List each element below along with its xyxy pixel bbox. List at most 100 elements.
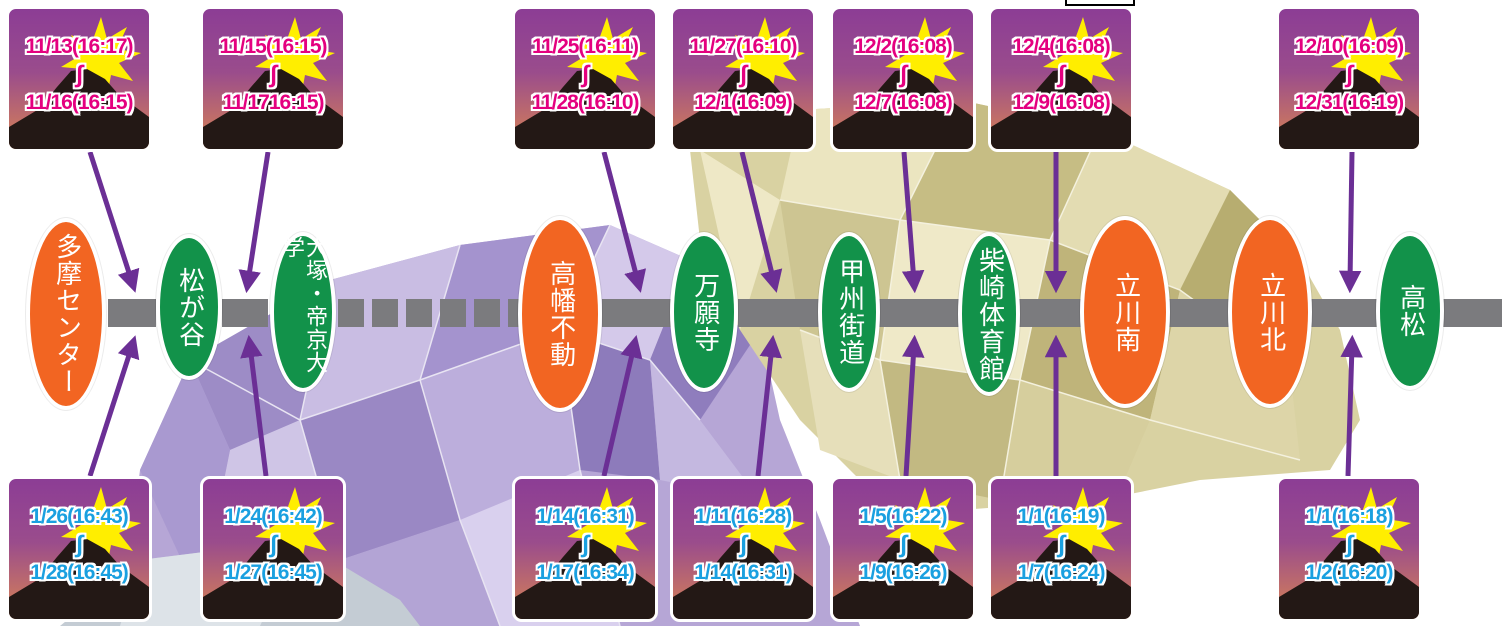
date-to: 11/28(16:10) xyxy=(531,91,639,114)
date-to: 1/27(16:45) xyxy=(224,561,323,584)
range-separator: ∫ xyxy=(900,61,907,88)
range-separator: ∫ xyxy=(582,61,589,88)
fuji-sun-icon xyxy=(203,17,343,149)
track-segment xyxy=(602,299,674,327)
track-dash xyxy=(508,299,520,327)
fuji-sun-icon xyxy=(833,17,973,149)
fuji-sun-icon xyxy=(673,487,813,619)
station-otsuka-teikyo: 大塚・帝京大学 xyxy=(270,232,336,392)
range-separator: ∫ xyxy=(1058,531,1065,558)
bottom-arrow-7 xyxy=(1340,334,1363,477)
date-to: 1/7(16:24) xyxy=(1017,561,1106,584)
track-dash xyxy=(372,299,398,327)
date-from: 1/1(16:19) xyxy=(1017,505,1106,528)
station-manganji: 万願寺 xyxy=(670,232,738,392)
top-arrow-5 xyxy=(901,151,925,294)
track-segment xyxy=(222,299,268,327)
track-segment xyxy=(108,299,156,327)
fuji-sun-icon xyxy=(9,487,149,619)
date-to: 1/2(16:20) xyxy=(1305,561,1394,584)
sunset-card-bottom: 1/11(16:28) ∫ 1/14(16:31) xyxy=(670,476,816,622)
fuji-sun-icon xyxy=(203,487,343,619)
track-segment xyxy=(1310,299,1378,327)
bottom-arrow-3 xyxy=(601,335,643,477)
top-arrow-1 xyxy=(87,151,140,293)
sunset-card-bottom: 1/14(16:31) ∫ 1/17(16:34) xyxy=(512,476,658,622)
bottom-arrow-2 xyxy=(240,334,269,477)
top-arrow-7 xyxy=(1338,151,1362,294)
date-from: 1/24(16:42) xyxy=(224,505,323,528)
range-separator: ∫ xyxy=(740,531,747,558)
track-segment xyxy=(1168,299,1230,327)
sunset-card-top: 11/13(16:17) ∫ 11/16(16:15) xyxy=(6,6,152,152)
bottom-arrow-5 xyxy=(902,334,925,477)
date-to: 11/16(16:15) xyxy=(25,91,133,114)
date-from: 1/14(16:31) xyxy=(536,505,635,528)
top-arrow-3 xyxy=(601,151,647,293)
range-separator: ∫ xyxy=(900,531,907,558)
fuji-sun-icon xyxy=(1279,17,1419,149)
station-name: 高幡不動 xyxy=(545,260,576,368)
date-to: 11/1716:15) xyxy=(222,91,324,114)
fuji-sun-icon xyxy=(991,17,1131,149)
sunset-card-top: 12/10(16:09) ∫ 12/31(16:19) xyxy=(1276,6,1422,152)
track-dash xyxy=(406,299,432,327)
station-name: 大塚・帝京大学 xyxy=(279,236,328,374)
station-tama-center: 多摩センター xyxy=(26,218,106,410)
track-segment xyxy=(1442,299,1502,327)
track-dash xyxy=(440,299,466,327)
fuji-sun-icon xyxy=(833,487,973,619)
range-separator: ∫ xyxy=(582,531,589,558)
station-name: 甲州街道 xyxy=(834,258,865,366)
date-from: 12/10(16:09) xyxy=(1294,35,1404,58)
date-to: 12/7(16:08) xyxy=(854,91,953,114)
corner-tab xyxy=(1065,0,1135,6)
top-arrow-4 xyxy=(739,151,783,293)
fuji-sun-icon xyxy=(515,487,655,619)
sunset-card-top: 11/27(16:10) ∫ 12/1(16:09) xyxy=(670,6,816,152)
fuji-sun-icon xyxy=(673,17,813,149)
station-name: 万願寺 xyxy=(689,271,720,353)
track-segment xyxy=(738,299,822,327)
date-to: 12/9(16:08) xyxy=(1012,91,1111,114)
range-separator: ∫ xyxy=(76,531,83,558)
date-to: 1/17(16:34) xyxy=(536,561,635,584)
date-to: 1/14(16:31) xyxy=(694,561,793,584)
range-separator: ∫ xyxy=(1346,531,1353,558)
fuji-sun-icon xyxy=(9,17,149,149)
date-to: 1/28(16:45) xyxy=(30,561,129,584)
range-separator: ∫ xyxy=(1058,61,1065,88)
date-from: 12/2(16:08) xyxy=(854,35,953,58)
date-from: 12/4(16:08) xyxy=(1012,35,1111,58)
station-koshu-kaido: 甲州街道 xyxy=(818,232,880,392)
station-name: 立川南 xyxy=(1110,271,1141,353)
sunset-card-bottom: 1/1(16:18) ∫ 1/2(16:20) xyxy=(1276,476,1422,622)
station-name: 柴崎体育館 xyxy=(974,246,1005,382)
track-dash xyxy=(338,299,364,327)
range-separator: ∫ xyxy=(76,61,83,88)
station-name: 立川北 xyxy=(1255,271,1286,353)
date-from: 11/25(16:11) xyxy=(532,35,639,58)
sunset-card-bottom: 1/24(16:42) ∫ 1/27(16:45) xyxy=(200,476,346,622)
date-from: 1/11(16:28) xyxy=(694,505,792,528)
date-from: 1/26(16:43) xyxy=(30,505,129,528)
date-from: 11/13(16:17) xyxy=(25,35,133,58)
sunset-card-top: 12/2(16:08) ∫ 12/7(16:08) xyxy=(830,6,976,152)
sunset-card-top: 11/15(16:15) ∫ 11/1716:15) xyxy=(200,6,346,152)
date-to: 1/9(16:26) xyxy=(859,561,948,584)
date-to: 12/31(16:19) xyxy=(1294,91,1404,114)
date-from: 11/27(16:10) xyxy=(689,35,797,58)
track-dash xyxy=(474,299,500,327)
fuji-sun-icon xyxy=(515,17,655,149)
station-name: 高松 xyxy=(1395,284,1426,338)
fuji-sun-icon xyxy=(991,487,1131,619)
top-arrow-2 xyxy=(238,151,271,294)
date-to: 12/1(16:09) xyxy=(694,91,793,114)
station-takahata-fudo: 高幡不動 xyxy=(518,216,602,412)
station-tachikawa-kita: 立川北 xyxy=(1228,216,1312,408)
station-takamatsu: 高松 xyxy=(1376,232,1444,390)
sunset-card-bottom: 1/5(16:22) ∫ 1/9(16:26) xyxy=(830,476,976,622)
sunset-card-top: 11/25(16:11) ∫ 11/28(16:10) xyxy=(512,6,658,152)
